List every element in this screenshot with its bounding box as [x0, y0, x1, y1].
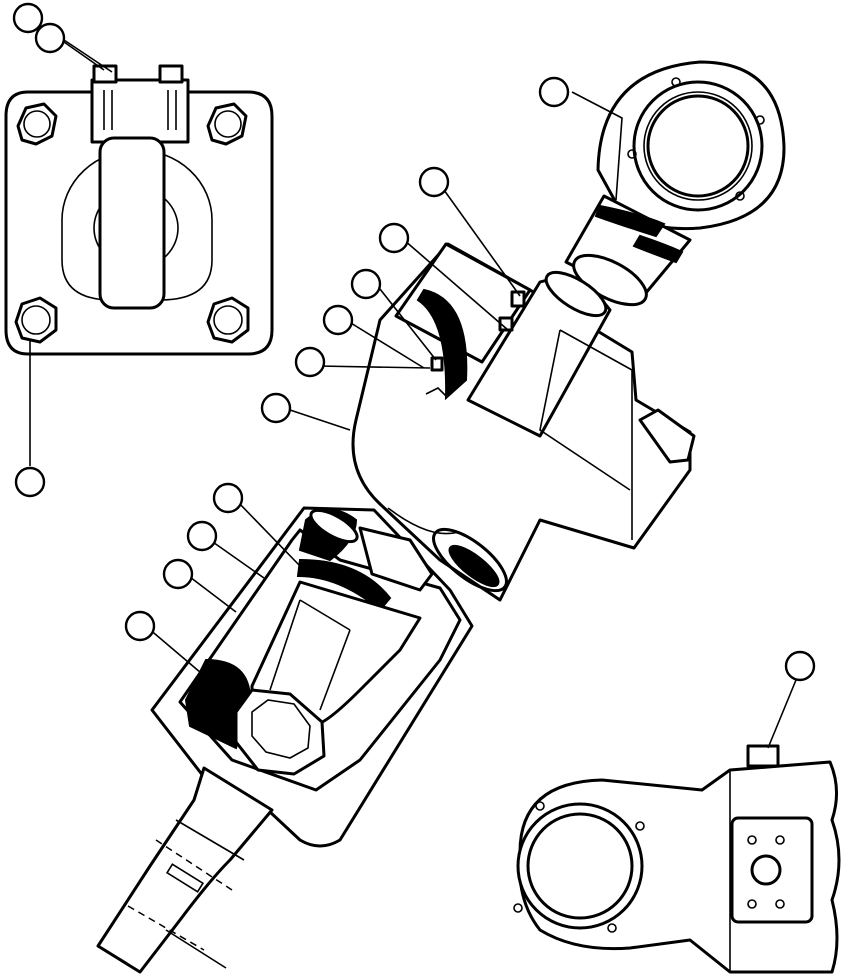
callouts: [12, 2, 816, 682]
callout-7: [350, 268, 382, 300]
eye-end-icon: [564, 60, 786, 307]
callout-5: [418, 166, 450, 198]
joint-housing-icon: [351, 242, 696, 602]
leader-lines: [29, 27, 797, 749]
callout-4: [538, 76, 570, 108]
callout-8: [322, 304, 354, 336]
shaft-icon: [96, 766, 274, 974]
callout-15: [784, 650, 816, 682]
nut-icon: [234, 688, 326, 776]
callout-1: [12, 2, 44, 34]
callout-10: [260, 392, 292, 424]
callout-14: [124, 610, 156, 642]
callout-6: [378, 222, 410, 254]
lower-housing-icon: [150, 506, 474, 848]
lever-arm-icon: [513, 744, 841, 974]
cap-plate-icon: [4, 64, 274, 356]
callout-11: [212, 482, 244, 514]
callout-2: [34, 22, 66, 54]
callout-13: [162, 558, 194, 590]
callout-12: [186, 520, 218, 552]
callout-3: [14, 466, 46, 498]
callout-9: [294, 346, 326, 378]
